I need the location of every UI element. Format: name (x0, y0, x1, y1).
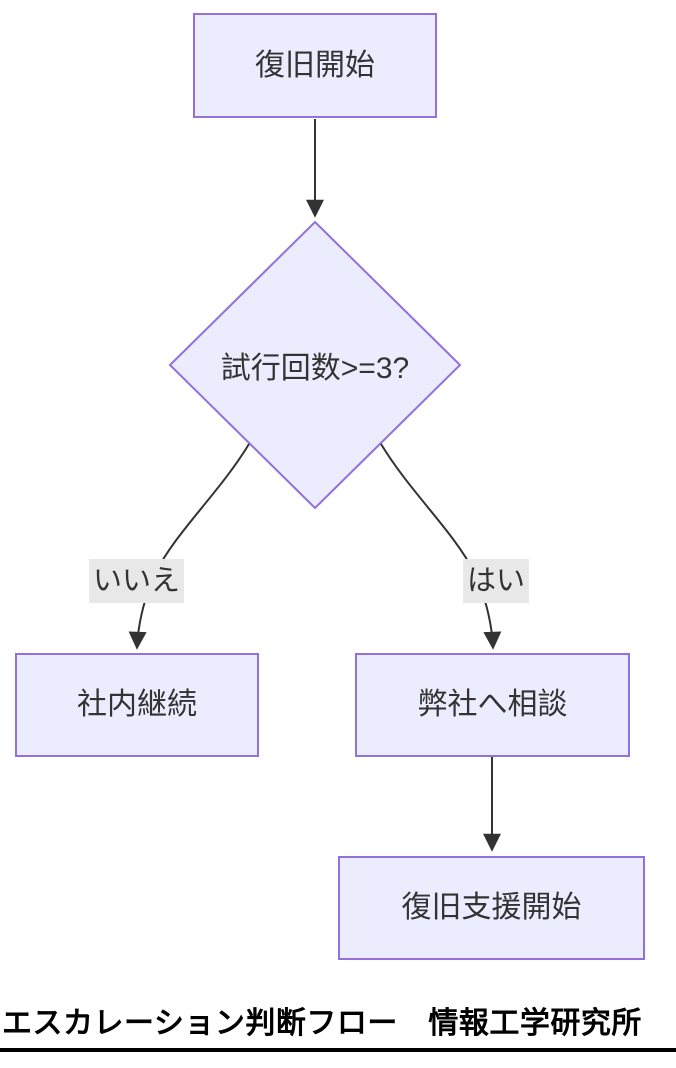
node-decision-label: 試行回数>=3? (220, 352, 410, 385)
edge-label-yes: はい (463, 559, 530, 603)
node-support: 復旧支援開始 (338, 856, 645, 960)
diagram-caption: エスカレーション判断フロー 情報工学研究所 (0, 1002, 676, 1052)
diagram-caption-text: エスカレーション判断フロー 情報工学研究所 (2, 1007, 642, 1040)
node-consult: 弊社へ相談 (355, 653, 630, 757)
node-start-label: 復旧開始 (255, 48, 375, 82)
node-decision: 試行回数>=3? (170, 222, 460, 508)
node-internal-label: 社内継続 (77, 688, 197, 721)
node-start: 復旧開始 (193, 13, 437, 118)
edge-label-no: いいえ (89, 559, 185, 603)
node-support-label: 復旧支援開始 (401, 891, 582, 924)
node-consult-label: 弊社へ相談 (417, 688, 568, 721)
node-internal: 社内継続 (15, 653, 259, 757)
decision-diamond-shape (168, 220, 462, 510)
